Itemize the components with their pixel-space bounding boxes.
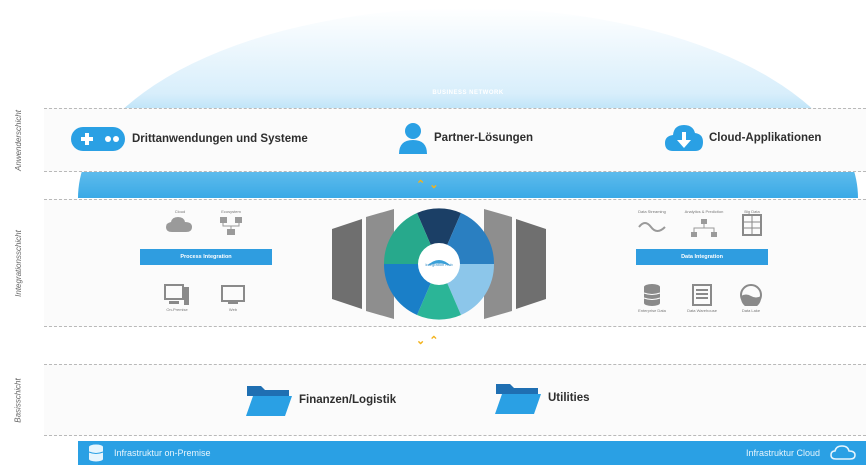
partner-label: Partner-Lösungen	[434, 132, 534, 144]
dome-label: BUSINESS NETWORK	[432, 90, 504, 96]
up-down-arrows-top: ⌃⌄	[416, 179, 443, 191]
cloud-apps-label: Cloud-Applikationen	[709, 132, 822, 144]
database-icon	[88, 444, 104, 462]
top-layer-label: Anwenderschicht	[13, 109, 23, 171]
process-integration-bar: Process Integration	[140, 249, 272, 265]
di-icon-label-3: Big Data	[744, 209, 760, 214]
finance-logistics-label: Finanzen/Logistik	[299, 394, 397, 406]
utilities-label: Utilities	[548, 392, 590, 404]
wing-right-outer	[516, 219, 546, 309]
user-icon	[399, 123, 427, 154]
streaming-icon	[638, 222, 666, 232]
wheel-segment-4	[417, 264, 461, 320]
cloud-icon	[166, 217, 192, 232]
on-premise-label: Infrastruktur on-Premise	[114, 448, 211, 458]
finance-logistics: Finanzen/Logistik	[245, 382, 396, 418]
top-layer	[44, 108, 866, 172]
integration-wheel	[332, 208, 546, 320]
utilities: Utilities	[494, 380, 590, 416]
network-icon	[220, 217, 242, 235]
wing-left-inner	[366, 209, 394, 319]
di-icon-label-5: Data Warehouse	[687, 308, 717, 313]
gamepad-icon	[71, 127, 125, 151]
warehouse-icon	[692, 284, 712, 306]
pi-icon-label-3: On-Premise	[166, 307, 188, 312]
big-data-icon	[742, 214, 762, 236]
bottom-layer	[44, 364, 866, 436]
middle-layer-label: Integrationsschicht	[13, 229, 23, 297]
wheel-center-label: Integration Hub	[425, 262, 453, 267]
wing-left-outer	[332, 219, 362, 309]
pi-icon-label-1: Cloud	[174, 209, 186, 214]
pi-icon-label-2: Ecosystem	[221, 209, 241, 214]
di-icon-label-4: Enterprise Data	[638, 308, 666, 313]
cloud-outline-icon	[830, 445, 856, 460]
partner-solutions: Partner-Lösungen	[398, 122, 533, 154]
hub-logo	[427, 260, 451, 266]
database-icon	[643, 284, 661, 306]
infrastructure-bar: Infrastruktur on-Premise Infrastruktur C…	[78, 441, 866, 465]
di-icon-label-2: Analytics & Prediction	[684, 209, 724, 214]
data-lake-icon	[740, 284, 762, 306]
third-party-label: Drittanwendungen und Systeme	[132, 133, 308, 145]
di-icon-label-1: Data Streaming	[638, 209, 666, 214]
di-icon-label-6: Data Lake	[741, 308, 761, 313]
cloud-infra-label: Infrastruktur Cloud	[745, 448, 820, 458]
data-integration-bar: Data Integration	[636, 249, 768, 265]
cloud-download-icon	[665, 125, 703, 151]
pi-icon-label-4: Web	[228, 307, 238, 312]
folder-icon	[495, 384, 541, 414]
bottom-layer-label: Basisschicht	[13, 377, 23, 423]
up-down-arrows-bottom: ⌄⌃	[416, 335, 443, 347]
hierarchy-icon	[691, 219, 717, 237]
server-icon	[164, 284, 189, 305]
third-party-systems: Drittanwendungen und Systeme	[70, 124, 308, 154]
folder-icon	[246, 386, 292, 416]
cloud-applications: Cloud-Applikationen	[665, 123, 821, 153]
web-icon	[221, 285, 245, 304]
wheel-segment-1	[417, 208, 461, 264]
wing-right-inner	[484, 209, 512, 319]
